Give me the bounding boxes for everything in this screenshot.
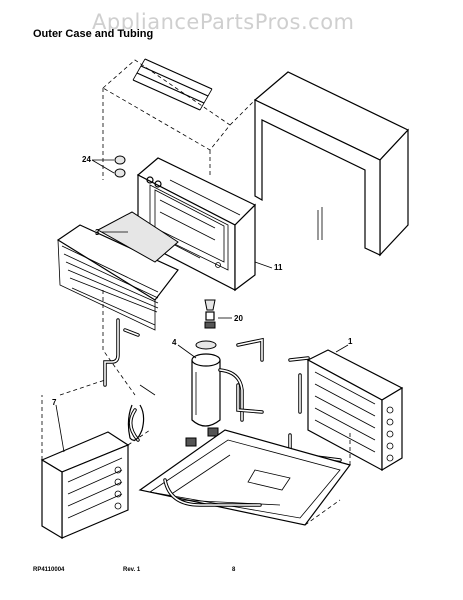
control-knobs: [91, 155, 126, 178]
footer-page-number: 8: [232, 567, 236, 573]
callout-20: 20: [234, 314, 243, 323]
outer-case: [253, 71, 409, 257]
footer-part-number: RP4110004: [33, 567, 65, 573]
louver-grille: [56, 211, 179, 331]
fitting-assembly: [204, 299, 232, 329]
callout-11: 11: [274, 263, 283, 272]
callout-1: 1: [348, 337, 353, 346]
callout-7: 7: [52, 398, 57, 407]
evaporator-coil: [40, 395, 151, 540]
capillary-loop: [127, 384, 156, 441]
footer-revision: Rev. 1: [123, 567, 141, 573]
alignment-lines-top: [59, 59, 256, 396]
page-title: Outer Case and Tubing: [33, 28, 154, 40]
leader-lines: [55, 231, 349, 453]
callout-4: 4: [172, 338, 177, 347]
watermark: AppliancePartsPros.com: [92, 10, 355, 34]
base-pan: [138, 429, 352, 526]
tubing-left: [103, 318, 140, 442]
tubing-right: [236, 337, 310, 414]
callout-3: 3: [95, 228, 100, 237]
condenser-coil: [288, 349, 404, 472]
trim-strips: [132, 58, 213, 111]
callout-24: 24: [82, 155, 91, 164]
